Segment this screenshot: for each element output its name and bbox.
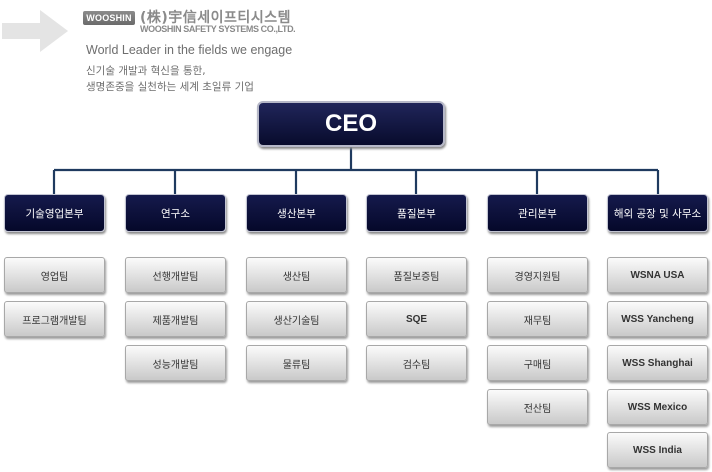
team-box: WSS India (607, 432, 708, 468)
team-box: 제품개발팀 (125, 301, 226, 337)
team-box: 영업팀 (4, 257, 105, 293)
team-box: WSS Yancheng (607, 301, 708, 337)
division-management: 관리본부 (487, 194, 588, 232)
team-box: 생산팀 (246, 257, 347, 293)
division-production: 생산본부 (246, 194, 347, 232)
team-box: 전산팀 (487, 389, 588, 425)
slogan-line-1: 신기술 개발과 혁신을 통한, (86, 65, 206, 77)
team-box: 생산기술팀 (246, 301, 347, 337)
team-box: 재무팀 (487, 301, 588, 337)
team-box: WSNA USA (607, 257, 708, 293)
team-box: WSS Mexico (607, 389, 708, 425)
team-box: 프로그램개발팀 (4, 301, 105, 337)
arrow-graphic (2, 10, 68, 52)
team-box: 성능개발팀 (125, 345, 226, 381)
team-box: 구매팀 (487, 345, 588, 381)
team-box: 경영지원팀 (487, 257, 588, 293)
team-box: 품질보증팀 (366, 257, 467, 293)
company-name-korean: (株)宇信세이프티시스템 (140, 10, 291, 26)
team-box: 물류팀 (246, 345, 347, 381)
division-overseas: 해외 공장 및 사무소 (607, 194, 708, 232)
team-box: 선행개발팀 (125, 257, 226, 293)
ceo-box: CEO (257, 101, 445, 147)
company-name-english: WOOSHIN SAFETY SYSTEMS CO.,LTD. (140, 24, 296, 34)
division-research-lab: 연구소 (125, 194, 226, 232)
tagline: World Leader in the fields we engage (86, 43, 293, 57)
division-quality: 품질본부 (366, 194, 467, 232)
company-logo-badge: WOOSHIN (83, 11, 135, 25)
division-technical-sales: 기술영업본부 (4, 194, 105, 232)
slogan-line-2: 생명존중을 실천하는 세계 초일류 기업 (86, 81, 254, 93)
team-box: 검수팀 (366, 345, 467, 381)
team-box: WSS Shanghai (607, 345, 708, 381)
team-box: SQE (366, 301, 467, 337)
